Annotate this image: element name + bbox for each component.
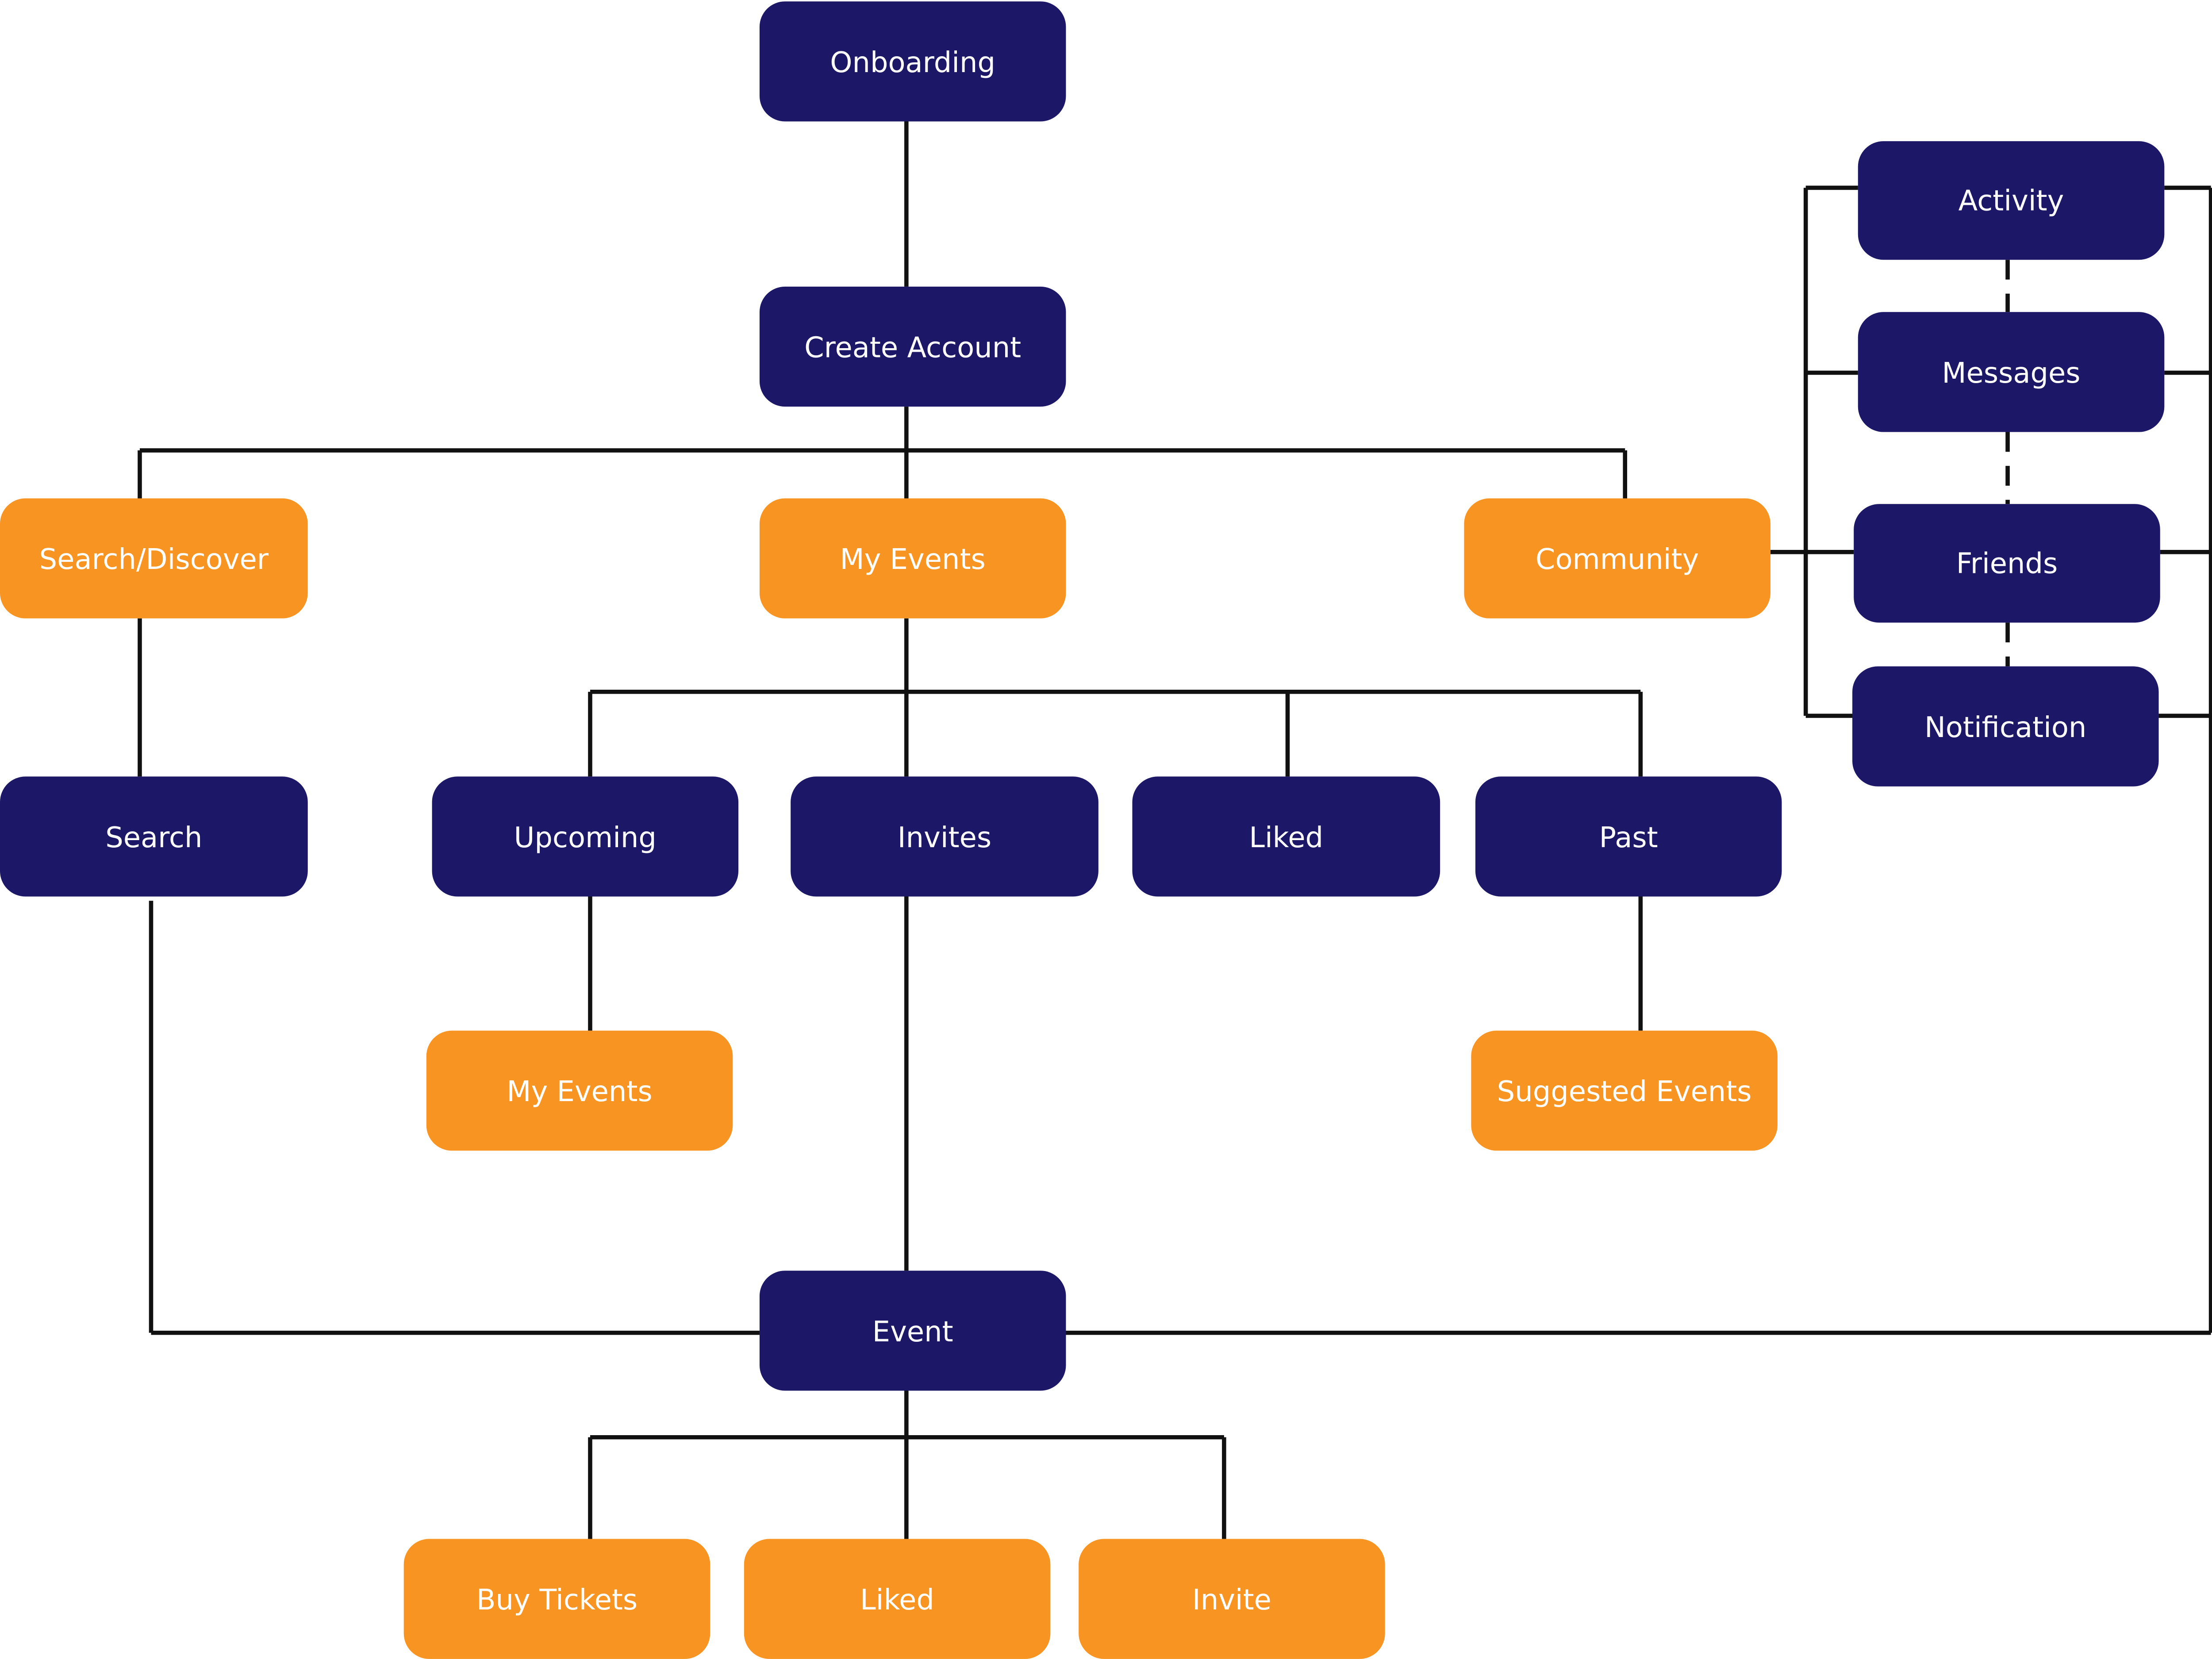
- node-liked: Liked: [1132, 776, 1440, 897]
- node-search-discover: Search/Discover: [0, 498, 308, 618]
- node-upcoming: Upcoming: [432, 776, 739, 897]
- node-buy-tickets: Buy Tickets: [403, 1539, 710, 1659]
- node-activity: Activity: [1858, 141, 2165, 260]
- node-my-events: My Events: [759, 498, 1066, 618]
- node-event: Event: [759, 1271, 1066, 1391]
- node-notification: Notification: [1852, 666, 2159, 787]
- node-create-account: Create Account: [759, 286, 1066, 407]
- node-invites: Invites: [791, 776, 1098, 897]
- node-invite: Invite: [1079, 1539, 1385, 1659]
- node-friends: Friends: [1854, 504, 2160, 623]
- node-past: Past: [1475, 776, 1782, 897]
- node-community: Community: [1464, 498, 1770, 618]
- node-onboarding: Onboarding: [759, 1, 1066, 122]
- node-suggested-events: Suggested Events: [1471, 1030, 1778, 1151]
- node-event-liked: Liked: [744, 1539, 1051, 1659]
- node-search: Search: [0, 776, 308, 897]
- node-upcoming-my-events: My Events: [426, 1030, 733, 1151]
- node-messages: Messages: [1858, 312, 2165, 432]
